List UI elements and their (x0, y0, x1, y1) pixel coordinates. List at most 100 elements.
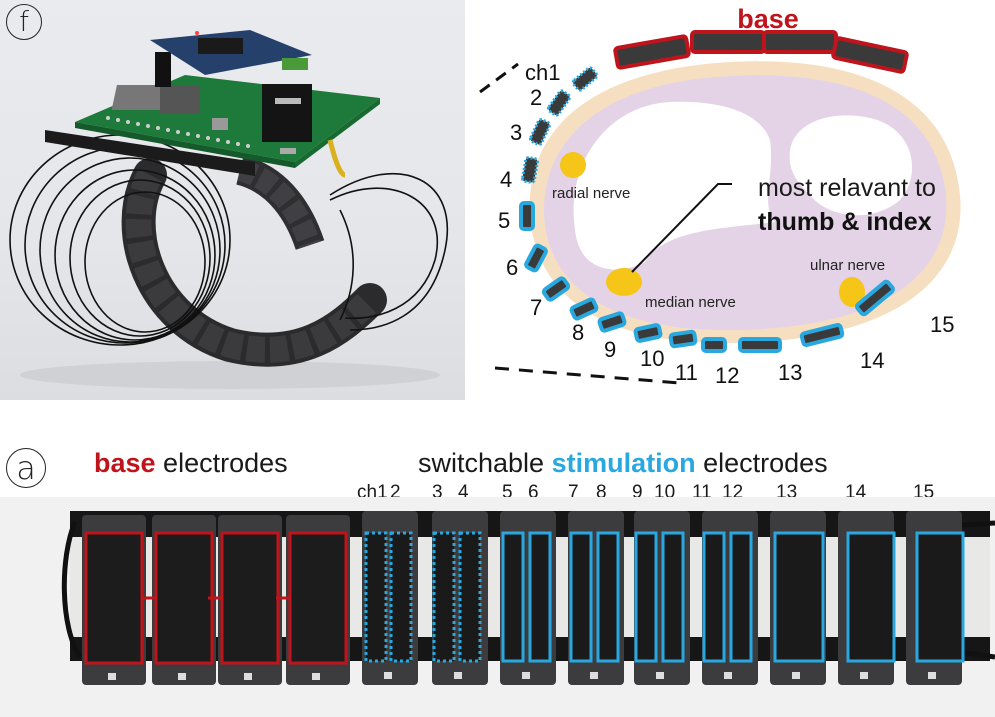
stim-electrode (668, 329, 698, 349)
channel-label: ch1 (525, 60, 560, 85)
base-electrode-group (613, 30, 909, 74)
strip-wire-left (61, 521, 83, 659)
radius-bone (573, 101, 775, 270)
base-electrode-pad (154, 531, 214, 665)
base-electrode-pad (288, 531, 348, 665)
channel-label: 10 (640, 346, 664, 371)
channel-label: 15 (930, 312, 954, 337)
stimulation-word: stimulation (551, 448, 696, 478)
radial-nerve-marker (560, 152, 586, 178)
channel-label: 4 (500, 167, 512, 192)
callout-text-line1: most relavant to (758, 174, 936, 202)
stim-electrode-pad (634, 531, 658, 663)
stim-electrode-holder (568, 511, 624, 685)
stim-electrode-holder (500, 511, 556, 685)
bluetooth-module (150, 30, 312, 87)
shadow (20, 361, 440, 389)
stim-electrode-holder (906, 511, 965, 685)
channel-label: 2 (530, 85, 542, 110)
callout-text-line2: thumb & index (758, 208, 932, 236)
channel-label: 12 (715, 363, 739, 388)
stim-electrode-pad (501, 531, 525, 663)
strip-channel-label: 4 (458, 482, 469, 503)
ulna-bone (789, 115, 913, 216)
stim-electrode (541, 276, 571, 302)
stim-electrode-pad (915, 531, 965, 663)
stim-electrode-pad (432, 531, 456, 663)
channel-label: 7 (530, 295, 542, 320)
ulnar-nerve-marker (839, 277, 865, 307)
base-electrode-pad (84, 531, 144, 665)
stim-electrode-pad (596, 531, 620, 663)
strip-channel-label: 3 (432, 482, 443, 503)
strip-channel-label: 5 (502, 482, 513, 503)
stim-electrode (701, 337, 727, 353)
stim-electrode-pad (773, 531, 825, 663)
stim-electrode (524, 243, 548, 273)
stim-electrodes-heading: switchable stimulation electrodes (418, 448, 828, 479)
stim-electrode-holder (432, 511, 488, 685)
stim-electrode-pad (364, 531, 388, 663)
stim-electrode-holder (702, 511, 758, 685)
base-electrodes-heading: base electrodes (94, 448, 288, 479)
strip-channel-label: 2 (390, 482, 401, 503)
radial-nerve-label: radial nerve (552, 185, 630, 202)
stim-electrode (546, 89, 572, 117)
stim-electrode (597, 311, 627, 333)
base-electrode (613, 34, 691, 70)
stim-electrode (571, 66, 599, 92)
dashed-guide-top (479, 62, 519, 94)
stim-electrode-pad (389, 531, 413, 663)
prototype-photo: f (0, 0, 465, 400)
base-electrode-holder (286, 515, 350, 685)
panel-letter-f: f (6, 4, 42, 40)
stim-electrode (519, 201, 535, 231)
median-nerve-label: median nerve (645, 294, 736, 311)
base-electrode-holder (218, 515, 282, 685)
stim-heading-post: electrodes (695, 448, 828, 478)
base-electrode (690, 30, 766, 54)
stim-electrode (520, 156, 540, 184)
ulnar-nerve-label: ulnar nerve (810, 257, 885, 274)
stim-electrode-pad (661, 531, 685, 663)
channel-label: 5 (498, 208, 510, 233)
stim-electrode-holder (770, 511, 826, 685)
strip-channel-label: 7 (568, 482, 579, 503)
connector-strip (45, 130, 255, 176)
base-electrode (762, 30, 838, 54)
stim-electrode-pad (702, 531, 726, 663)
channel-label: 3 (510, 120, 522, 145)
electrode-strip-panel: a base electrodes switchable stimulation… (0, 430, 995, 717)
base-label: base (737, 4, 799, 34)
stim-electrode (569, 297, 599, 321)
stim-electrode (855, 279, 895, 317)
stim-heading-pre: switchable (418, 448, 552, 478)
stim-electrode-holder (362, 511, 418, 685)
channel-label: 9 (604, 337, 616, 362)
stim-electrode-holder (838, 511, 896, 685)
base-electrode-holder (82, 515, 146, 685)
yellow-wire (327, 139, 346, 178)
strip-channel-label: 9 (632, 482, 643, 503)
base-electrode (831, 36, 909, 74)
base-heading-rest: electrodes (155, 448, 288, 478)
strip-channel-label: 8 (596, 482, 607, 503)
base-word: base (94, 448, 156, 478)
channel-label: 13 (778, 360, 802, 385)
stim-electrode-holder (634, 511, 690, 685)
stim-electrode (528, 118, 552, 146)
stim-electrode-pad (528, 531, 552, 663)
channel-label: 8 (572, 320, 584, 345)
channel-label: 11 (675, 360, 698, 385)
stim-electrode (633, 323, 663, 343)
stim-electrode-group (519, 66, 895, 353)
electrode-strip-photo (0, 497, 995, 717)
channel-label: 6 (506, 255, 518, 280)
pcb-board (75, 75, 380, 168)
prototype-photo-illustration (9, 30, 448, 389)
strip-channel-label: 6 (528, 482, 539, 503)
stim-electrode-pad (846, 531, 896, 663)
callout-line (631, 183, 732, 273)
